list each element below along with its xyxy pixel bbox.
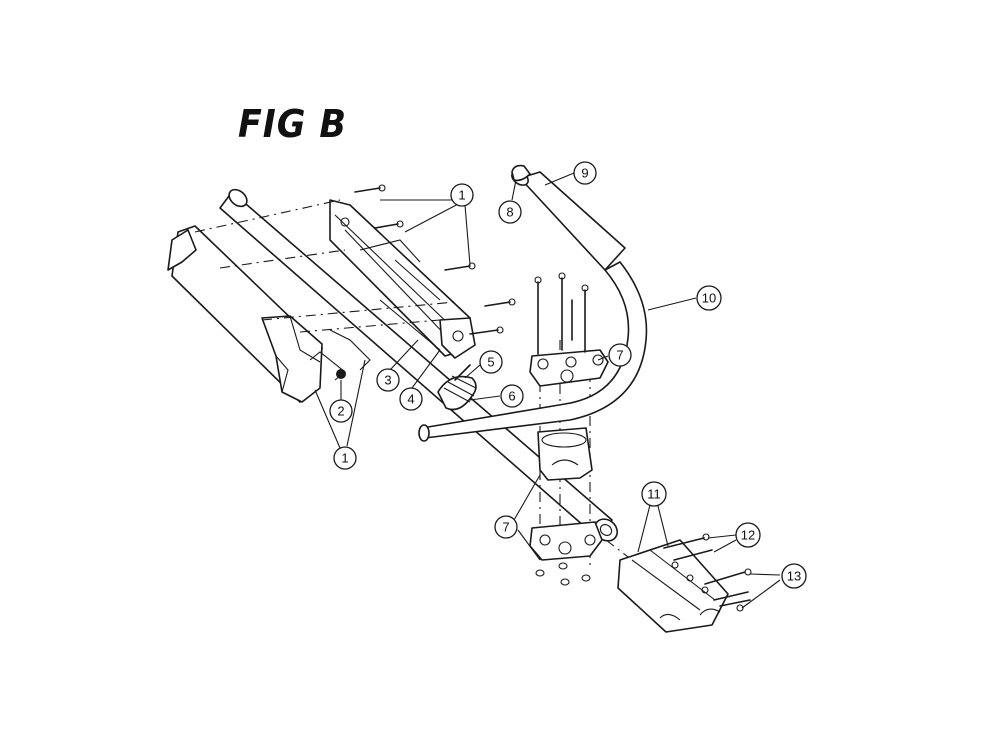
callout-label: 11 bbox=[647, 487, 661, 502]
callout-label: 6 bbox=[508, 389, 515, 404]
spring-part-5 bbox=[437, 364, 477, 411]
bracket-assembly bbox=[309, 199, 476, 381]
callout-label: 5 bbox=[487, 355, 494, 370]
nut-part-2 bbox=[336, 369, 346, 379]
callout-label: 2 bbox=[337, 404, 344, 419]
callout-3: 3 bbox=[376, 368, 400, 392]
bent-handlebar bbox=[418, 164, 648, 442]
callout-1-bottom: 1 bbox=[333, 446, 357, 470]
leader-lines bbox=[314, 172, 781, 609]
callout-4: 4 bbox=[399, 387, 423, 411]
callout-label: 4 bbox=[407, 392, 414, 407]
callout-6: 6 bbox=[500, 384, 524, 408]
callout-label: 9 bbox=[581, 166, 588, 181]
callout-label: 7 bbox=[502, 520, 509, 535]
callout-8: 8 bbox=[498, 200, 522, 224]
figure-title: FIG B bbox=[238, 102, 348, 146]
clamp-lower bbox=[529, 521, 603, 586]
callout-10: 10 bbox=[696, 285, 722, 311]
callout-12: 12 bbox=[735, 522, 761, 548]
end-bracket bbox=[617, 539, 729, 633]
handle-housing bbox=[167, 225, 323, 403]
callout-7-upper: 7 bbox=[608, 343, 632, 367]
clamp-upper bbox=[529, 272, 609, 387]
callout-label: 12 bbox=[741, 528, 755, 543]
callout-7-lower: 7 bbox=[494, 515, 518, 539]
callout-13: 13 bbox=[781, 563, 807, 589]
bracket-screws bbox=[354, 184, 516, 335]
callout-label: 7 bbox=[616, 348, 623, 363]
callout-9: 9 bbox=[573, 161, 597, 185]
callout-2: 2 bbox=[329, 399, 353, 423]
callout-label: 13 bbox=[787, 569, 801, 584]
callout-label: 1 bbox=[458, 188, 465, 203]
callout-label: 8 bbox=[506, 205, 513, 220]
callout-5: 5 bbox=[479, 350, 503, 374]
clamp-middle bbox=[537, 427, 593, 481]
callout-1-top: 1 bbox=[450, 183, 474, 207]
screws-12-13 bbox=[663, 533, 752, 612]
callout-label: 3 bbox=[384, 373, 391, 388]
callout-label: 10 bbox=[702, 291, 716, 306]
callout-11: 11 bbox=[641, 481, 667, 507]
callout-label: 1 bbox=[341, 451, 348, 466]
